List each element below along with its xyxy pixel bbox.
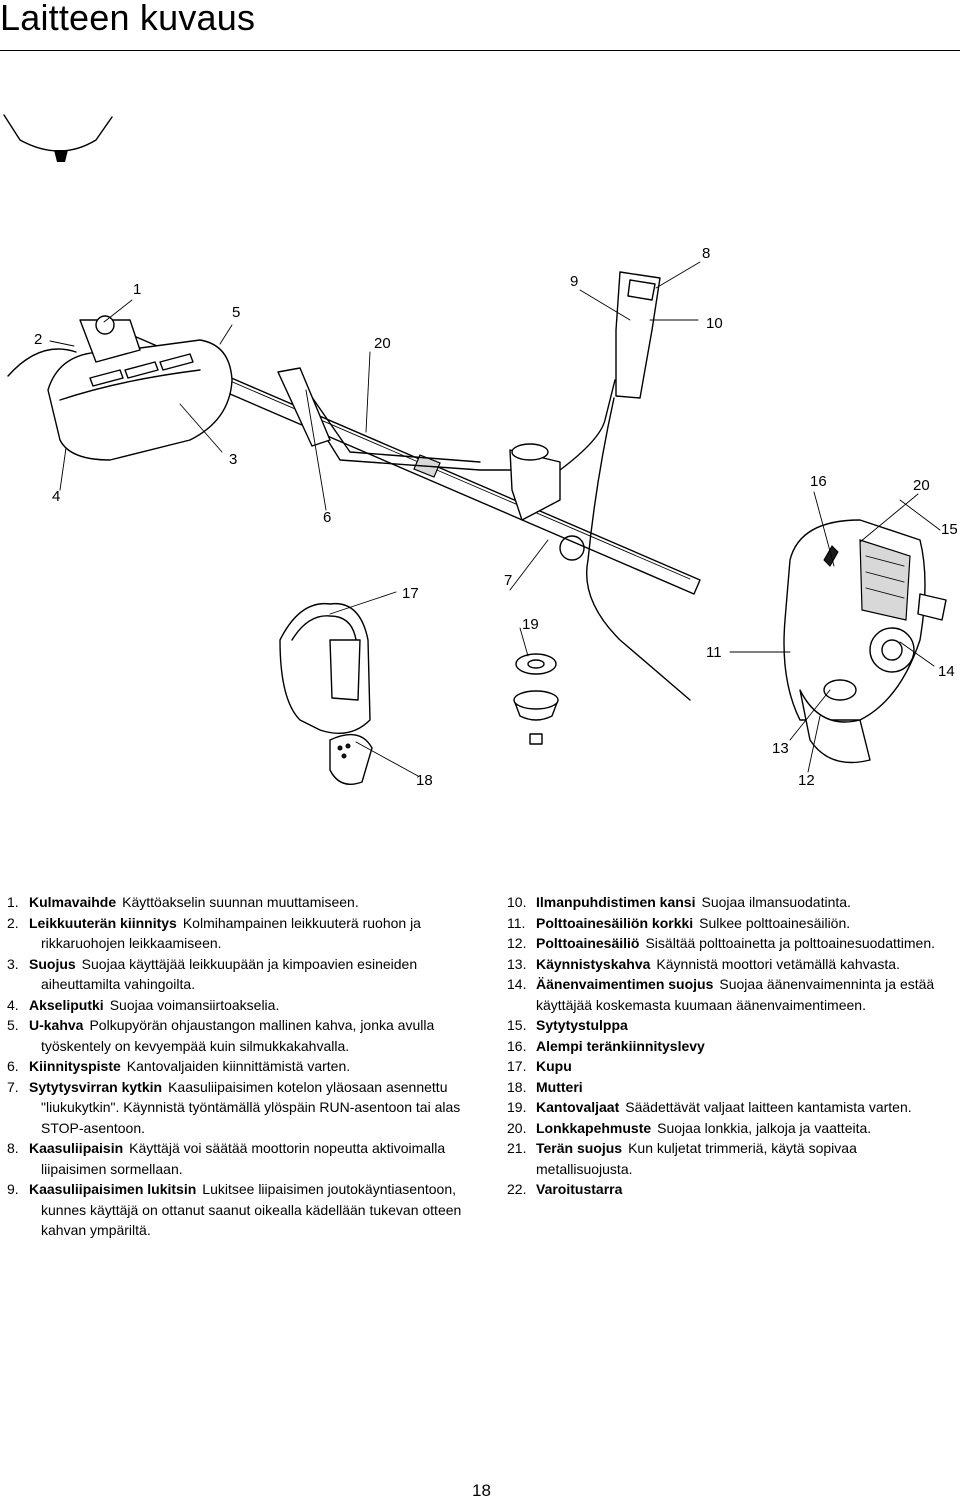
callout-14: 14 [938,663,955,680]
callout-18: 18 [416,772,433,789]
harness [279,602,373,785]
leader-lines [49,261,941,777]
callout-11: 11 [706,644,722,661]
callout-8: 8 [702,245,711,262]
list-item: 17.Kupu [507,1058,572,1074]
list-item: 15.Sytytystulppa [507,1017,628,1033]
callout-20b: 20 [913,477,930,494]
callout-2: 2 [34,331,43,348]
callout-16: 16 [810,473,827,490]
callout-1: 1 [133,281,142,298]
callout-3: 3 [229,451,238,468]
callout-9: 9 [570,273,579,290]
small-parts [513,653,559,745]
list-item: 16.Alempi teränkiinnityslevy [507,1037,705,1054]
callout-19: 19 [522,616,539,633]
cutting-head [7,315,233,461]
page-title: Laitteen kuvaus [0,0,256,38]
engine [783,519,947,764]
callout-5: 5 [232,304,241,321]
callout-20a: 20 [374,335,391,352]
trimmer-illustration [3,114,947,785]
title-rule [0,50,960,51]
callout-15: 15 [941,521,958,538]
callout-13: 13 [772,740,789,757]
list-item: 22.Varoitustarra [507,1181,623,1197]
callout-4: 4 [52,488,61,505]
attachment-point-drawing [509,443,585,561]
page-number: 18 [472,1481,491,1500]
callout-10: 10 [706,315,723,332]
callout-6: 6 [323,509,332,526]
list-item: 18.Mutteri [507,1078,583,1095]
callout-17: 17 [402,585,419,602]
warning-symbol-fragment [3,114,113,162]
callout-7: 7 [504,572,513,589]
callout-12: 12 [798,772,815,789]
